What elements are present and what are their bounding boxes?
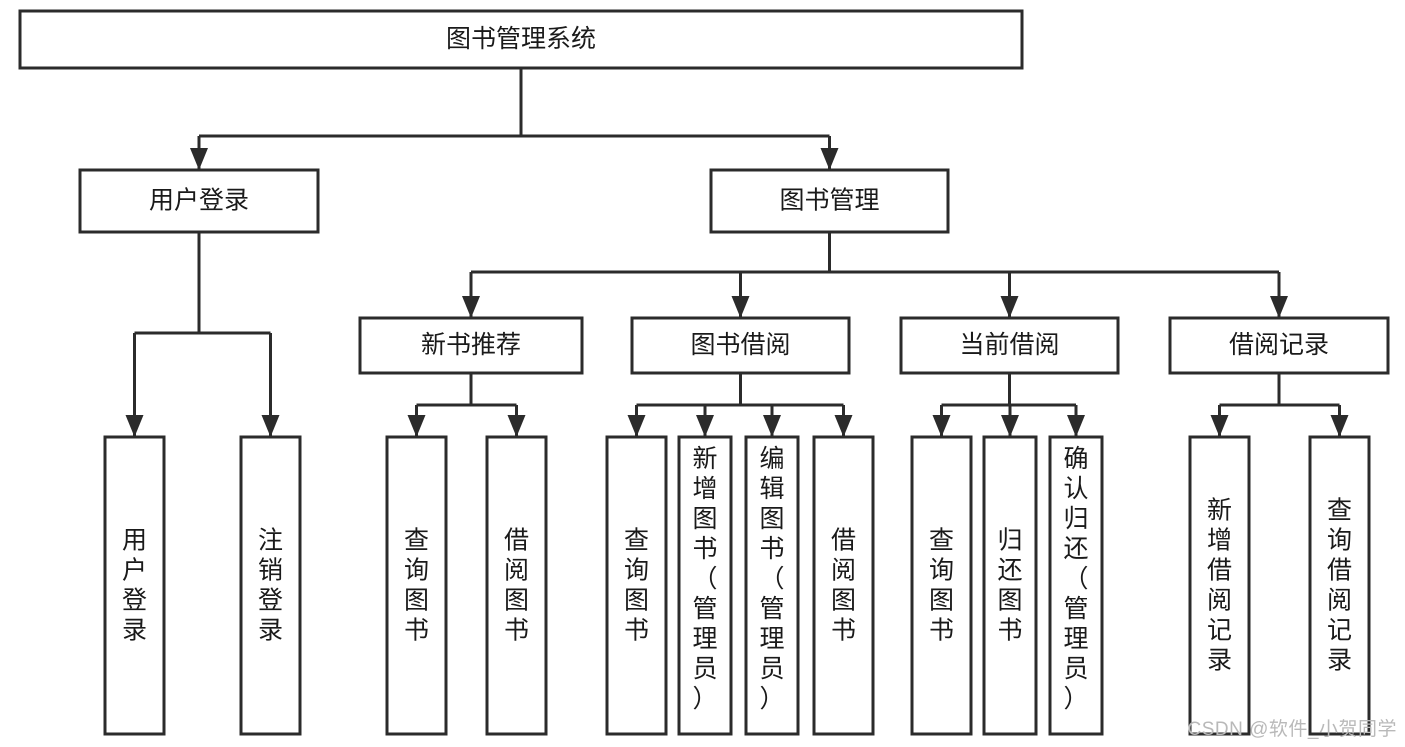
node-label-查询借阅记录: 查询借阅记录 — [1327, 497, 1352, 675]
node-box-借阅图书 — [485, 435, 548, 736]
node-box-查询借阅记录 — [1308, 435, 1371, 736]
node-查询图书[interactable]: 查询图书 — [605, 435, 668, 736]
node-box-用户登录 — [78, 168, 320, 234]
node-box-图书借阅 — [630, 316, 851, 375]
node-label-查询图书: 查询图书 — [624, 527, 649, 645]
node-box-注销登录 — [239, 435, 302, 736]
node-图书管理[interactable]: 图书管理 — [709, 168, 950, 234]
node-图书借阅[interactable]: 图书借阅 — [630, 316, 851, 375]
node-新增图书管理员[interactable]: 新增图书（管理员） — [677, 435, 733, 736]
node-box-编辑图书管理员 — [744, 435, 800, 736]
arrow-head-icon-图书借阅 — [731, 296, 750, 318]
node-label-编辑图书管理员: 编辑图书（管理员） — [759, 445, 784, 713]
node-box-借阅图书 — [812, 435, 875, 736]
node-借阅图书[interactable]: 借阅图书 — [812, 435, 875, 736]
node-label-借阅图书: 借阅图书 — [504, 527, 529, 645]
arrow-head-icon-新书推荐 — [462, 296, 480, 318]
node-label-借阅记录: 借阅记录 — [1229, 331, 1329, 359]
arrow-head-icon-当前借阅 — [1000, 296, 1019, 318]
node-box-用户登录 — [103, 435, 166, 736]
node-label-图书管理: 图书管理 — [779, 187, 879, 215]
node-确认归还管理员[interactable]: 确认归还（管理员） — [1048, 435, 1104, 736]
node-box-图书管理系统 — [18, 9, 1024, 70]
arrow-head-icon-查询图书 — [932, 415, 951, 437]
node-label-图书借阅: 图书借阅 — [690, 331, 790, 359]
arrow-head-icon-用户登录 — [125, 415, 144, 437]
arrow-head-icon-借阅记录 — [1270, 296, 1288, 318]
node-新增借阅记录[interactable]: 新增借阅记录 — [1188, 435, 1251, 736]
node-label-确认归还管理员: 确认归还（管理员） — [1063, 445, 1088, 713]
node-label-新书推荐: 新书推荐 — [421, 331, 521, 359]
node-label-新增图书管理员: 新增图书（管理员） — [692, 445, 717, 713]
arrow-head-icon-图书管理 — [820, 148, 839, 170]
node-box-新增图书管理员 — [677, 435, 733, 736]
node-label-图书管理系统: 图书管理系统 — [446, 25, 596, 53]
node-查询图书[interactable]: 查询图书 — [910, 435, 973, 736]
arrow-head-icon-查询图书 — [627, 415, 646, 437]
node-借阅图书[interactable]: 借阅图书 — [485, 435, 548, 736]
arrow-head-icon-查询图书 — [407, 415, 426, 437]
node-当前借阅[interactable]: 当前借阅 — [899, 316, 1120, 375]
node-label-新增借阅记录: 新增借阅记录 — [1207, 497, 1232, 675]
node-图书管理系统[interactable]: 图书管理系统 — [18, 9, 1024, 70]
node-归还图书[interactable]: 归还图书 — [982, 435, 1038, 736]
arrow-head-icon-新增借阅记录 — [1210, 415, 1229, 437]
node-box-归还图书 — [982, 435, 1038, 736]
node-label-查询图书: 查询图书 — [929, 527, 954, 645]
node-查询图书[interactable]: 查询图书 — [385, 435, 448, 736]
node-label-归还图书: 归还图书 — [997, 527, 1022, 645]
node-label-用户登录: 用户登录 — [122, 527, 147, 645]
node-查询借阅记录[interactable]: 查询借阅记录 — [1308, 435, 1371, 736]
connectors-layer — [125, 68, 1349, 437]
arrow-head-icon-查询借阅记录 — [1330, 415, 1349, 437]
arrow-head-icon-确认归还管理员 — [1067, 415, 1085, 437]
node-label-注销登录: 注销登录 — [258, 527, 283, 645]
node-box-确认归还管理员 — [1048, 435, 1104, 736]
node-box-图书管理 — [709, 168, 950, 234]
node-box-新书推荐 — [358, 316, 584, 375]
node-box-查询图书 — [385, 435, 448, 736]
node-box-新增借阅记录 — [1188, 435, 1251, 736]
node-label-当前借阅: 当前借阅 — [959, 331, 1059, 359]
arrow-head-icon-新增图书管理员 — [696, 415, 714, 437]
arrow-head-icon-归还图书 — [1001, 415, 1019, 437]
node-label-查询图书: 查询图书 — [404, 527, 429, 645]
arrow-head-icon-编辑图书管理员 — [763, 415, 781, 437]
node-用户登录[interactable]: 用户登录 — [78, 168, 320, 234]
arrow-head-icon-注销登录 — [261, 415, 280, 437]
node-box-查询图书 — [605, 435, 668, 736]
node-label-借阅图书: 借阅图书 — [831, 527, 856, 645]
arrow-head-icon-借阅图书 — [507, 415, 526, 437]
nodes-layer: 图书管理系统用户登录图书管理用户登录注销登录新书推荐查询图书借阅图书图书借阅查询… — [18, 9, 1390, 736]
node-编辑图书管理员[interactable]: 编辑图书（管理员） — [744, 435, 800, 736]
arrow-head-icon-用户登录 — [190, 148, 208, 170]
node-box-查询图书 — [910, 435, 973, 736]
arrow-head-icon-借阅图书 — [834, 415, 853, 437]
node-box-借阅记录 — [1168, 316, 1390, 375]
node-box-当前借阅 — [899, 316, 1120, 375]
node-新书推荐[interactable]: 新书推荐 — [358, 316, 584, 375]
node-label-用户登录: 用户登录 — [149, 187, 249, 215]
node-注销登录[interactable]: 注销登录 — [239, 435, 302, 736]
node-用户登录[interactable]: 用户登录 — [103, 435, 166, 736]
node-借阅记录[interactable]: 借阅记录 — [1168, 316, 1390, 375]
